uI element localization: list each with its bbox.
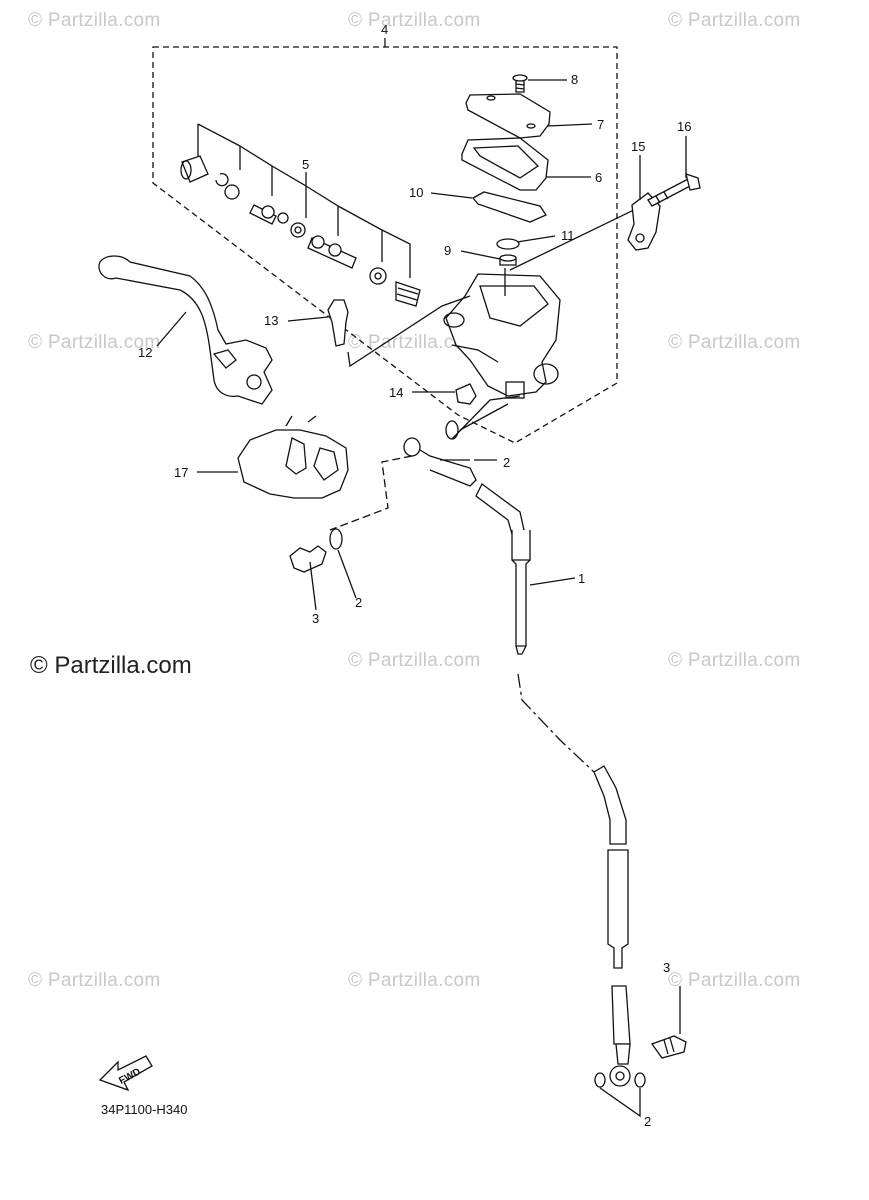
callout-label: 1 bbox=[578, 571, 585, 586]
watermark: © Partzilla.com bbox=[348, 332, 481, 353]
callout-label: 2 bbox=[355, 595, 362, 610]
diaphragm bbox=[471, 191, 547, 223]
union-bolt bbox=[289, 545, 327, 573]
piston-kit bbox=[180, 155, 421, 307]
watermark-main: © Partzilla.com bbox=[30, 652, 192, 679]
assembly-boundary bbox=[152, 46, 618, 444]
callout-label: 12 bbox=[138, 345, 152, 360]
banjo-fitting bbox=[403, 437, 421, 457]
callout-label: 6 bbox=[595, 170, 602, 185]
watermark: © Partzilla.com bbox=[348, 650, 481, 671]
screw-part bbox=[512, 74, 528, 93]
diagram-code: 34P1100-H340 bbox=[101, 1102, 188, 1117]
callout-label: 17 bbox=[174, 465, 188, 480]
brake-lever bbox=[98, 255, 273, 405]
washer bbox=[445, 420, 459, 440]
watermark: © Partzilla.com bbox=[668, 332, 801, 353]
watermark: © Partzilla.com bbox=[668, 10, 801, 31]
callout-label: 9 bbox=[444, 243, 451, 258]
brake-hose-lower bbox=[593, 765, 627, 845]
watermark: © Partzilla.com bbox=[668, 970, 801, 991]
fwd-arrow-icon bbox=[98, 1055, 153, 1092]
callout-label: 11 bbox=[561, 228, 575, 243]
callout-label: 2 bbox=[644, 1114, 651, 1129]
callout-label: 4 bbox=[381, 22, 388, 37]
brake-hose bbox=[511, 530, 531, 647]
watermark: © Partzilla.com bbox=[28, 970, 161, 991]
callout-label: 14 bbox=[389, 385, 403, 400]
reservoir-cap bbox=[465, 93, 551, 139]
callout-label: 5 bbox=[302, 157, 309, 172]
bolt-part bbox=[647, 173, 701, 207]
watermark: © Partzilla.com bbox=[348, 970, 481, 991]
callout-label: 10 bbox=[409, 185, 423, 200]
watermark: © Partzilla.com bbox=[28, 332, 161, 353]
watermark: © Partzilla.com bbox=[668, 650, 801, 671]
pivot-bolt bbox=[327, 299, 349, 347]
callout-label: 7 bbox=[597, 117, 604, 132]
diaphragm-plate bbox=[461, 137, 549, 191]
float-part bbox=[496, 238, 520, 250]
callout-label: 8 bbox=[571, 72, 578, 87]
callout-label: 15 bbox=[631, 139, 645, 154]
callout-label: 3 bbox=[663, 960, 670, 975]
boot-part bbox=[455, 383, 477, 405]
master-cylinder-body bbox=[443, 273, 561, 399]
watermark: © Partzilla.com bbox=[348, 10, 481, 31]
watermark: © Partzilla.com bbox=[28, 10, 161, 31]
lever-holder bbox=[237, 415, 349, 499]
callout-label: 13 bbox=[264, 313, 278, 328]
callout-label: 2 bbox=[503, 455, 510, 470]
callout-label: 3 bbox=[312, 611, 319, 626]
callout-label: 16 bbox=[677, 119, 691, 134]
